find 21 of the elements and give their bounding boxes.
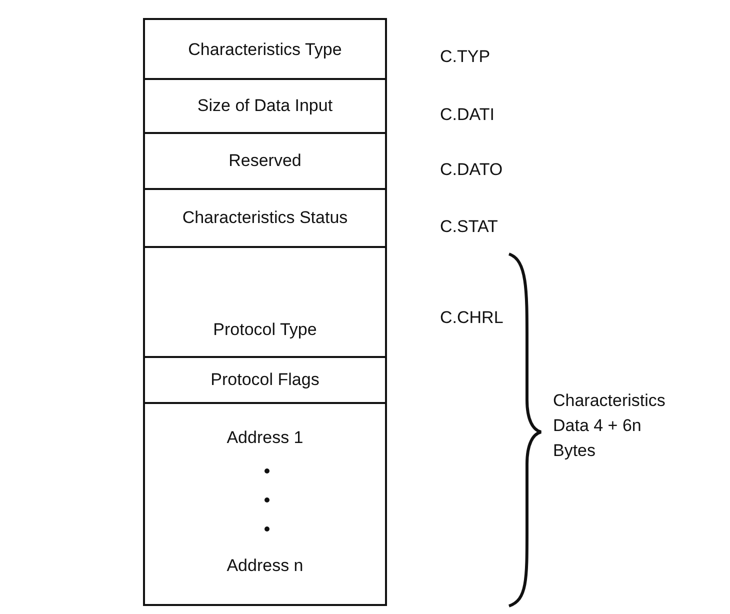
field-name: Address 1 <box>226 428 304 448</box>
memory-field-box <box>143 358 387 404</box>
memory-field-box <box>143 18 387 80</box>
memory-field-box <box>143 80 387 134</box>
field-mnemonic: C.TYP <box>440 47 490 67</box>
brace-note: Characteristics Data 4 + 6n Bytes <box>553 390 666 462</box>
memory-field-box <box>143 190 387 248</box>
field-name: Characteristics Type <box>187 40 343 60</box>
field-name: Protocol Flags <box>210 370 320 390</box>
memory-field-box <box>143 248 387 358</box>
field-name: Address n <box>226 556 304 576</box>
field-mnemonic: C.DATI <box>440 105 494 125</box>
field-name: Size of Data Input <box>196 96 334 116</box>
field-name: Reserved <box>228 151 302 171</box>
field-name: Characteristics Status <box>181 208 349 228</box>
field-mnemonic: C.DATO <box>440 160 503 180</box>
field-mnemonic: C.STAT <box>440 217 498 237</box>
memory-field-box <box>143 404 387 606</box>
field-name: Protocol Type <box>212 320 318 340</box>
field-mnemonic: C.CHRL <box>440 308 504 328</box>
memory-field-box <box>143 134 387 190</box>
